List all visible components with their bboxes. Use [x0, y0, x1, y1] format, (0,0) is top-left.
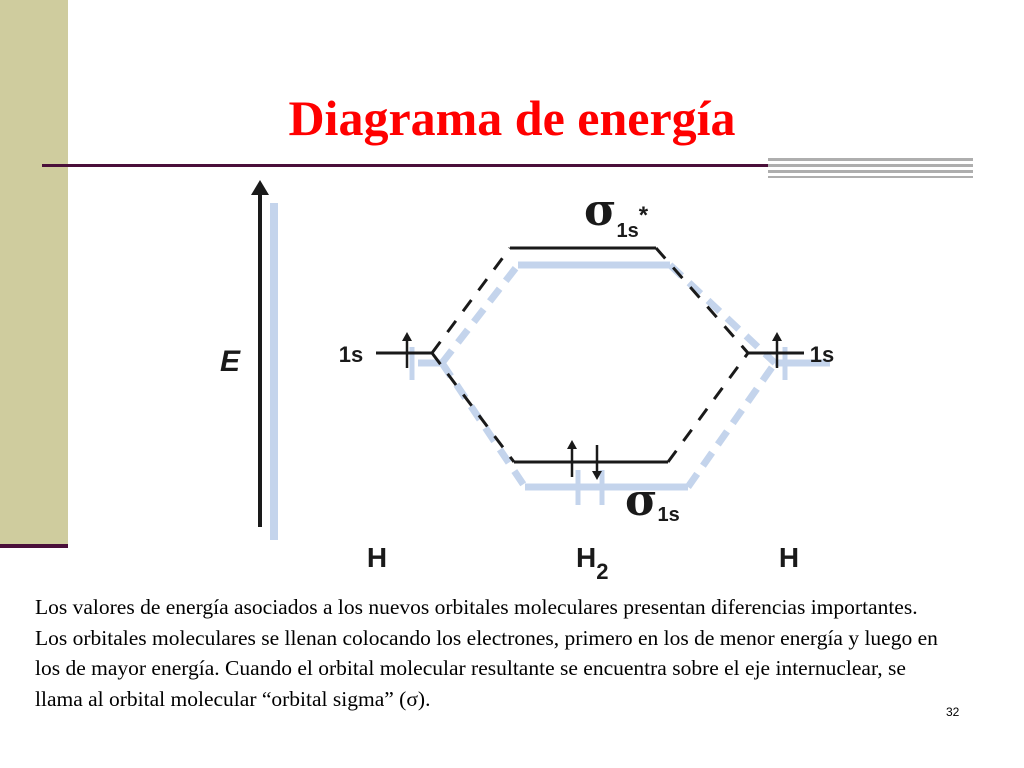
energy-axis-label: E	[220, 345, 241, 378]
molecule-label: H2	[576, 542, 608, 584]
bonding-sigma: σ	[625, 475, 657, 526]
antibonding-subscript: 1s	[616, 220, 638, 242]
page-number: 32	[946, 705, 960, 719]
bonding-label: σ1s	[625, 475, 680, 526]
title-rule	[42, 164, 772, 167]
bonding-electron-up-arrowhead	[567, 440, 577, 449]
right-1s-electron-arrowhead	[772, 332, 782, 341]
correlation-lines	[430, 247, 750, 463]
bonding-subscript: 1s	[657, 504, 679, 526]
body-paragraph: Los valores de energía asociados a los n…	[35, 595, 938, 711]
left-atom-label: H	[367, 542, 387, 573]
energy-axis-arrowhead	[251, 180, 269, 195]
left-1s-label: 1s	[339, 342, 363, 367]
decorative-gray-bar	[768, 158, 973, 178]
molecule-symbol: H	[576, 542, 596, 573]
antibonding-star: *	[639, 202, 649, 229]
energy-diagram: E 1s 1s σ1s* σ1s H	[200, 175, 850, 585]
right-1s-label: 1s	[810, 342, 834, 367]
side-band	[0, 0, 68, 548]
antibonding-sigma: σ	[584, 185, 616, 236]
molecule-subscript: 2	[596, 559, 608, 584]
bonding-electron-down-arrowhead	[592, 471, 602, 480]
side-band-line	[0, 544, 68, 548]
right-atom-label: H	[779, 542, 799, 573]
left-1s-electron-arrowhead	[402, 332, 412, 341]
diagram-shadows	[270, 203, 830, 540]
antibonding-label: σ1s*	[584, 185, 649, 242]
slide-title: Diagrama de energía	[288, 90, 736, 146]
